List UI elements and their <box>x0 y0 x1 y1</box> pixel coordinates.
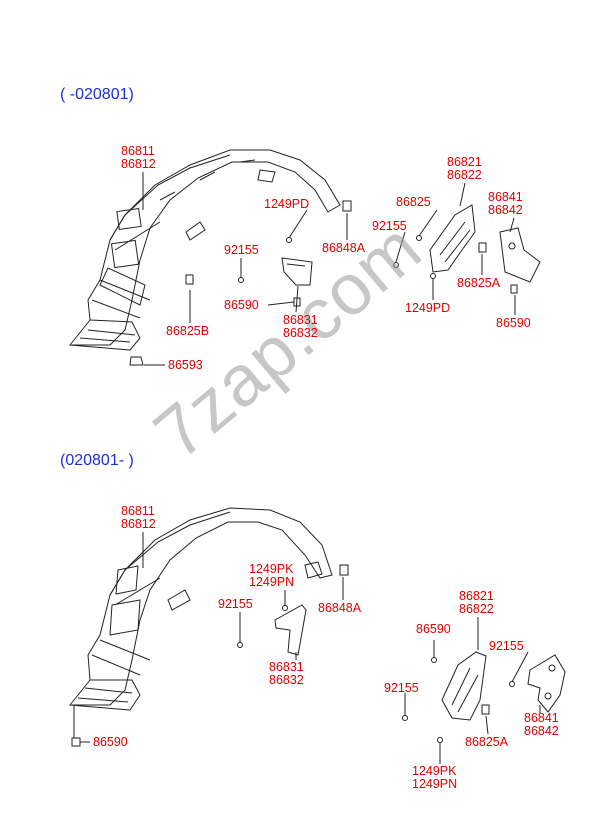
part-label: 86848A <box>322 241 366 255</box>
part-label: 92155 <box>489 639 524 653</box>
section-range-top: ( -020801) <box>60 86 134 103</box>
leader-lines-top <box>142 172 516 366</box>
section-range-bottom: (020801- ) <box>60 452 134 469</box>
bracket-86831-top <box>281 257 313 286</box>
part-label: 86590 <box>416 622 451 636</box>
part-label: 86825 <box>396 195 431 209</box>
part-label: 86590 <box>224 298 259 312</box>
part-label: 86825A <box>457 276 501 290</box>
bracket-86821-bottom <box>441 651 487 721</box>
leader-lines-bottom <box>73 532 541 764</box>
fender-liner-bottom <box>68 507 333 711</box>
bracket-86841-top <box>499 227 541 283</box>
part-label: 86590 <box>496 316 531 330</box>
part-label: 92155 <box>224 243 259 257</box>
part-label: 86825A <box>465 735 509 749</box>
part-label: 1249PD <box>405 301 451 315</box>
part-label: 86590 <box>93 735 128 749</box>
part-label: 86848A <box>318 601 362 615</box>
bracket-86821-top <box>429 204 476 273</box>
fender-liner-top <box>68 149 341 351</box>
part-label: 86825B <box>166 324 210 338</box>
part-label: 86593 <box>168 358 203 372</box>
bracket-86841-bottom <box>527 654 566 713</box>
part-label: 1249PD <box>264 197 310 211</box>
part-label: 92155 <box>372 219 407 233</box>
part-label: 92155 <box>384 681 419 695</box>
bracket-86831-bottom <box>274 604 307 656</box>
part-label: 92155 <box>218 597 253 611</box>
